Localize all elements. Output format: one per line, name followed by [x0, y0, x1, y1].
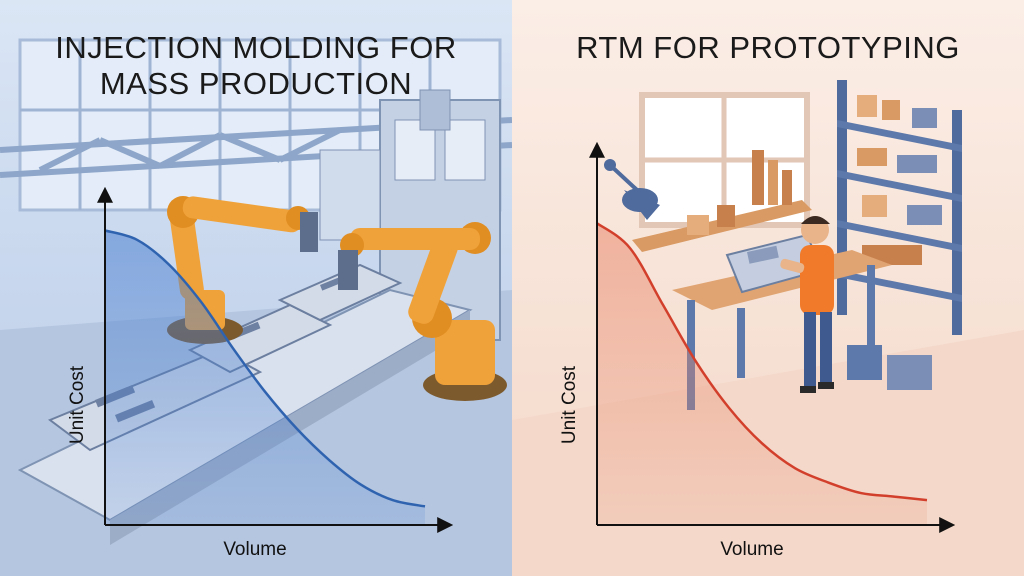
left-title-line-2: MASS PRODUCTION [99, 66, 413, 101]
left-cost-chart: Volume Unit Cost [67, 186, 454, 560]
injection-molding-panel: INJECTION MOLDING FOR MASS PRODUCTION Vo… [0, 0, 512, 576]
workshop-window [639, 92, 810, 228]
right-y-axis-label: Unit Cost [559, 365, 580, 444]
left-x-axis-label: Volume [223, 539, 286, 560]
right-chart-title: RTM FOR PROTOTYPING [576, 30, 960, 65]
right-series-area [597, 223, 927, 525]
workshop-shelf-icon [837, 80, 962, 335]
floor-parts [847, 345, 932, 390]
left-y-axis-label: Unit Cost [67, 365, 88, 444]
left-chart-title: INJECTION MOLDING FOR MASS PRODUCTION [0, 30, 512, 102]
rtm-prototyping-panel: RTM FOR PROTOTYPING Volume Unit Cost [512, 0, 1024, 576]
left-title-line-1: INJECTION MOLDING FOR [55, 30, 457, 65]
robot-arm-icon-2 [338, 222, 507, 401]
desk-lamp-icon [604, 159, 660, 220]
right-x-axis-label: Volume [720, 539, 783, 560]
back-shelf [632, 150, 812, 252]
worker-icon [780, 216, 834, 393]
right-cost-chart: Volume Unit Cost [559, 141, 956, 560]
left-series-line [104, 229, 426, 508]
workbench [672, 233, 892, 410]
right-series-line [596, 222, 928, 502]
left-series-area [105, 230, 425, 525]
